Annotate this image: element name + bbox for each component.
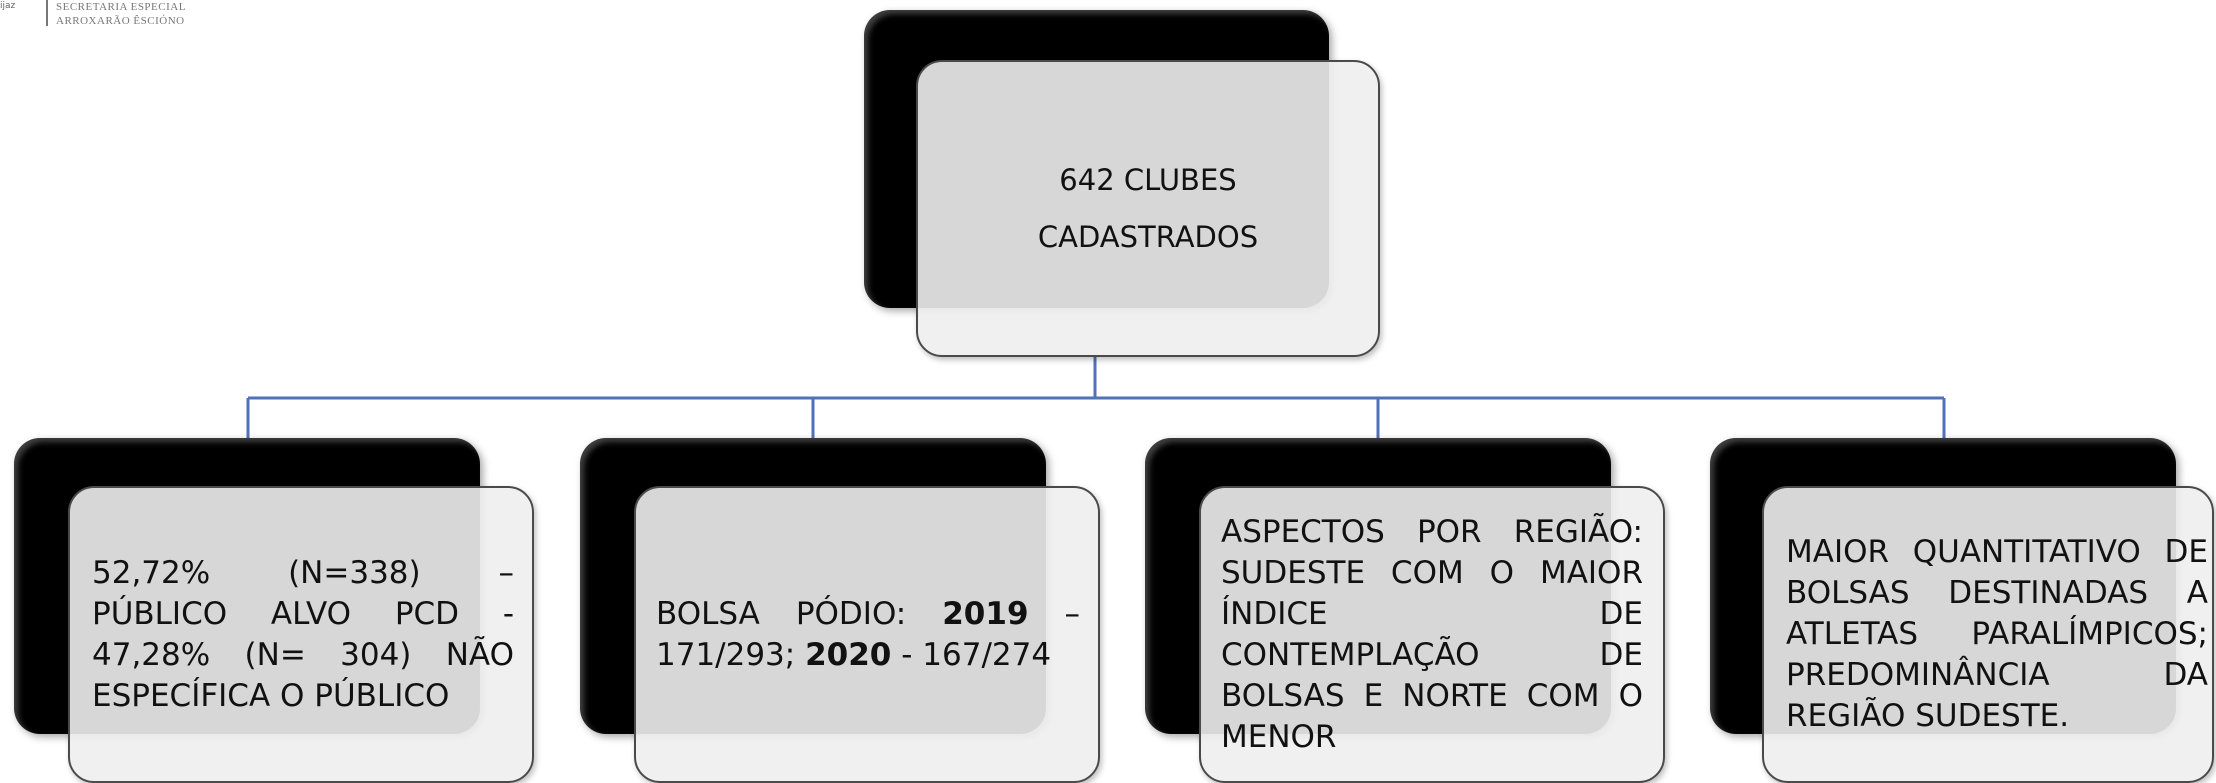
child-node-1: 52,72% (N=338) – PÚBLICO ALVO PCD - 47,2… bbox=[68, 486, 534, 783]
child-node-3-text: ASPECTOS POR REGIÃO: SUDESTE COM O MAIOR… bbox=[1221, 513, 1643, 755]
child-node-2: BOLSA PÓDIO: 2019 – 171/293; 2020 - 167/… bbox=[634, 486, 1100, 783]
logo-text: SECRETARIA ESPECIAL ARROXARÃO ÊSCIÓNO bbox=[56, 0, 186, 28]
child-node-4: MAIOR QUANTITATIVO DE BOLSAS DESTINADAS … bbox=[1762, 486, 2214, 783]
logo-line-2: ARROXARÃO ÊSCIÓNO bbox=[56, 15, 185, 27]
logo: ijaz SECRETARIA ESPECIAL ARROXARÃO ÊSCIÓ… bbox=[0, 0, 220, 40]
child-node-1-text: 52,72% (N=338) – PÚBLICO ALVO PCD - 47,2… bbox=[92, 554, 514, 714]
bolsa-suffix: - 167/274 bbox=[891, 636, 1052, 673]
year-2020: 2020 bbox=[805, 636, 892, 673]
root-node: 642 CLUBES CADASTRADOS bbox=[916, 60, 1380, 357]
bolsa-mid: – 171/293; bbox=[656, 595, 1080, 673]
logo-separator bbox=[46, 0, 48, 26]
logo-mark: ijaz bbox=[0, 1, 16, 11]
root-node-line-1: 642 CLUBES bbox=[1059, 162, 1237, 197]
root-node-line-2: CADASTRADOS bbox=[1037, 219, 1259, 254]
child-node-2-text: BOLSA PÓDIO: 2019 – 171/293; 2020 - 167/… bbox=[656, 594, 1080, 676]
child-node-4-text: MAIOR QUANTITATIVO DE BOLSAS DESTINADAS … bbox=[1786, 534, 2208, 734]
bolsa-prefix: BOLSA PÓDIO: bbox=[656, 595, 943, 632]
child-node-3: ASPECTOS POR REGIÃO: SUDESTE COM O MAIOR… bbox=[1199, 486, 1665, 783]
logo-line-1: SECRETARIA ESPECIAL bbox=[56, 1, 186, 13]
year-2019: 2019 bbox=[942, 595, 1029, 632]
root-node-text: 642 CLUBES CADASTRADOS bbox=[1038, 152, 1258, 266]
